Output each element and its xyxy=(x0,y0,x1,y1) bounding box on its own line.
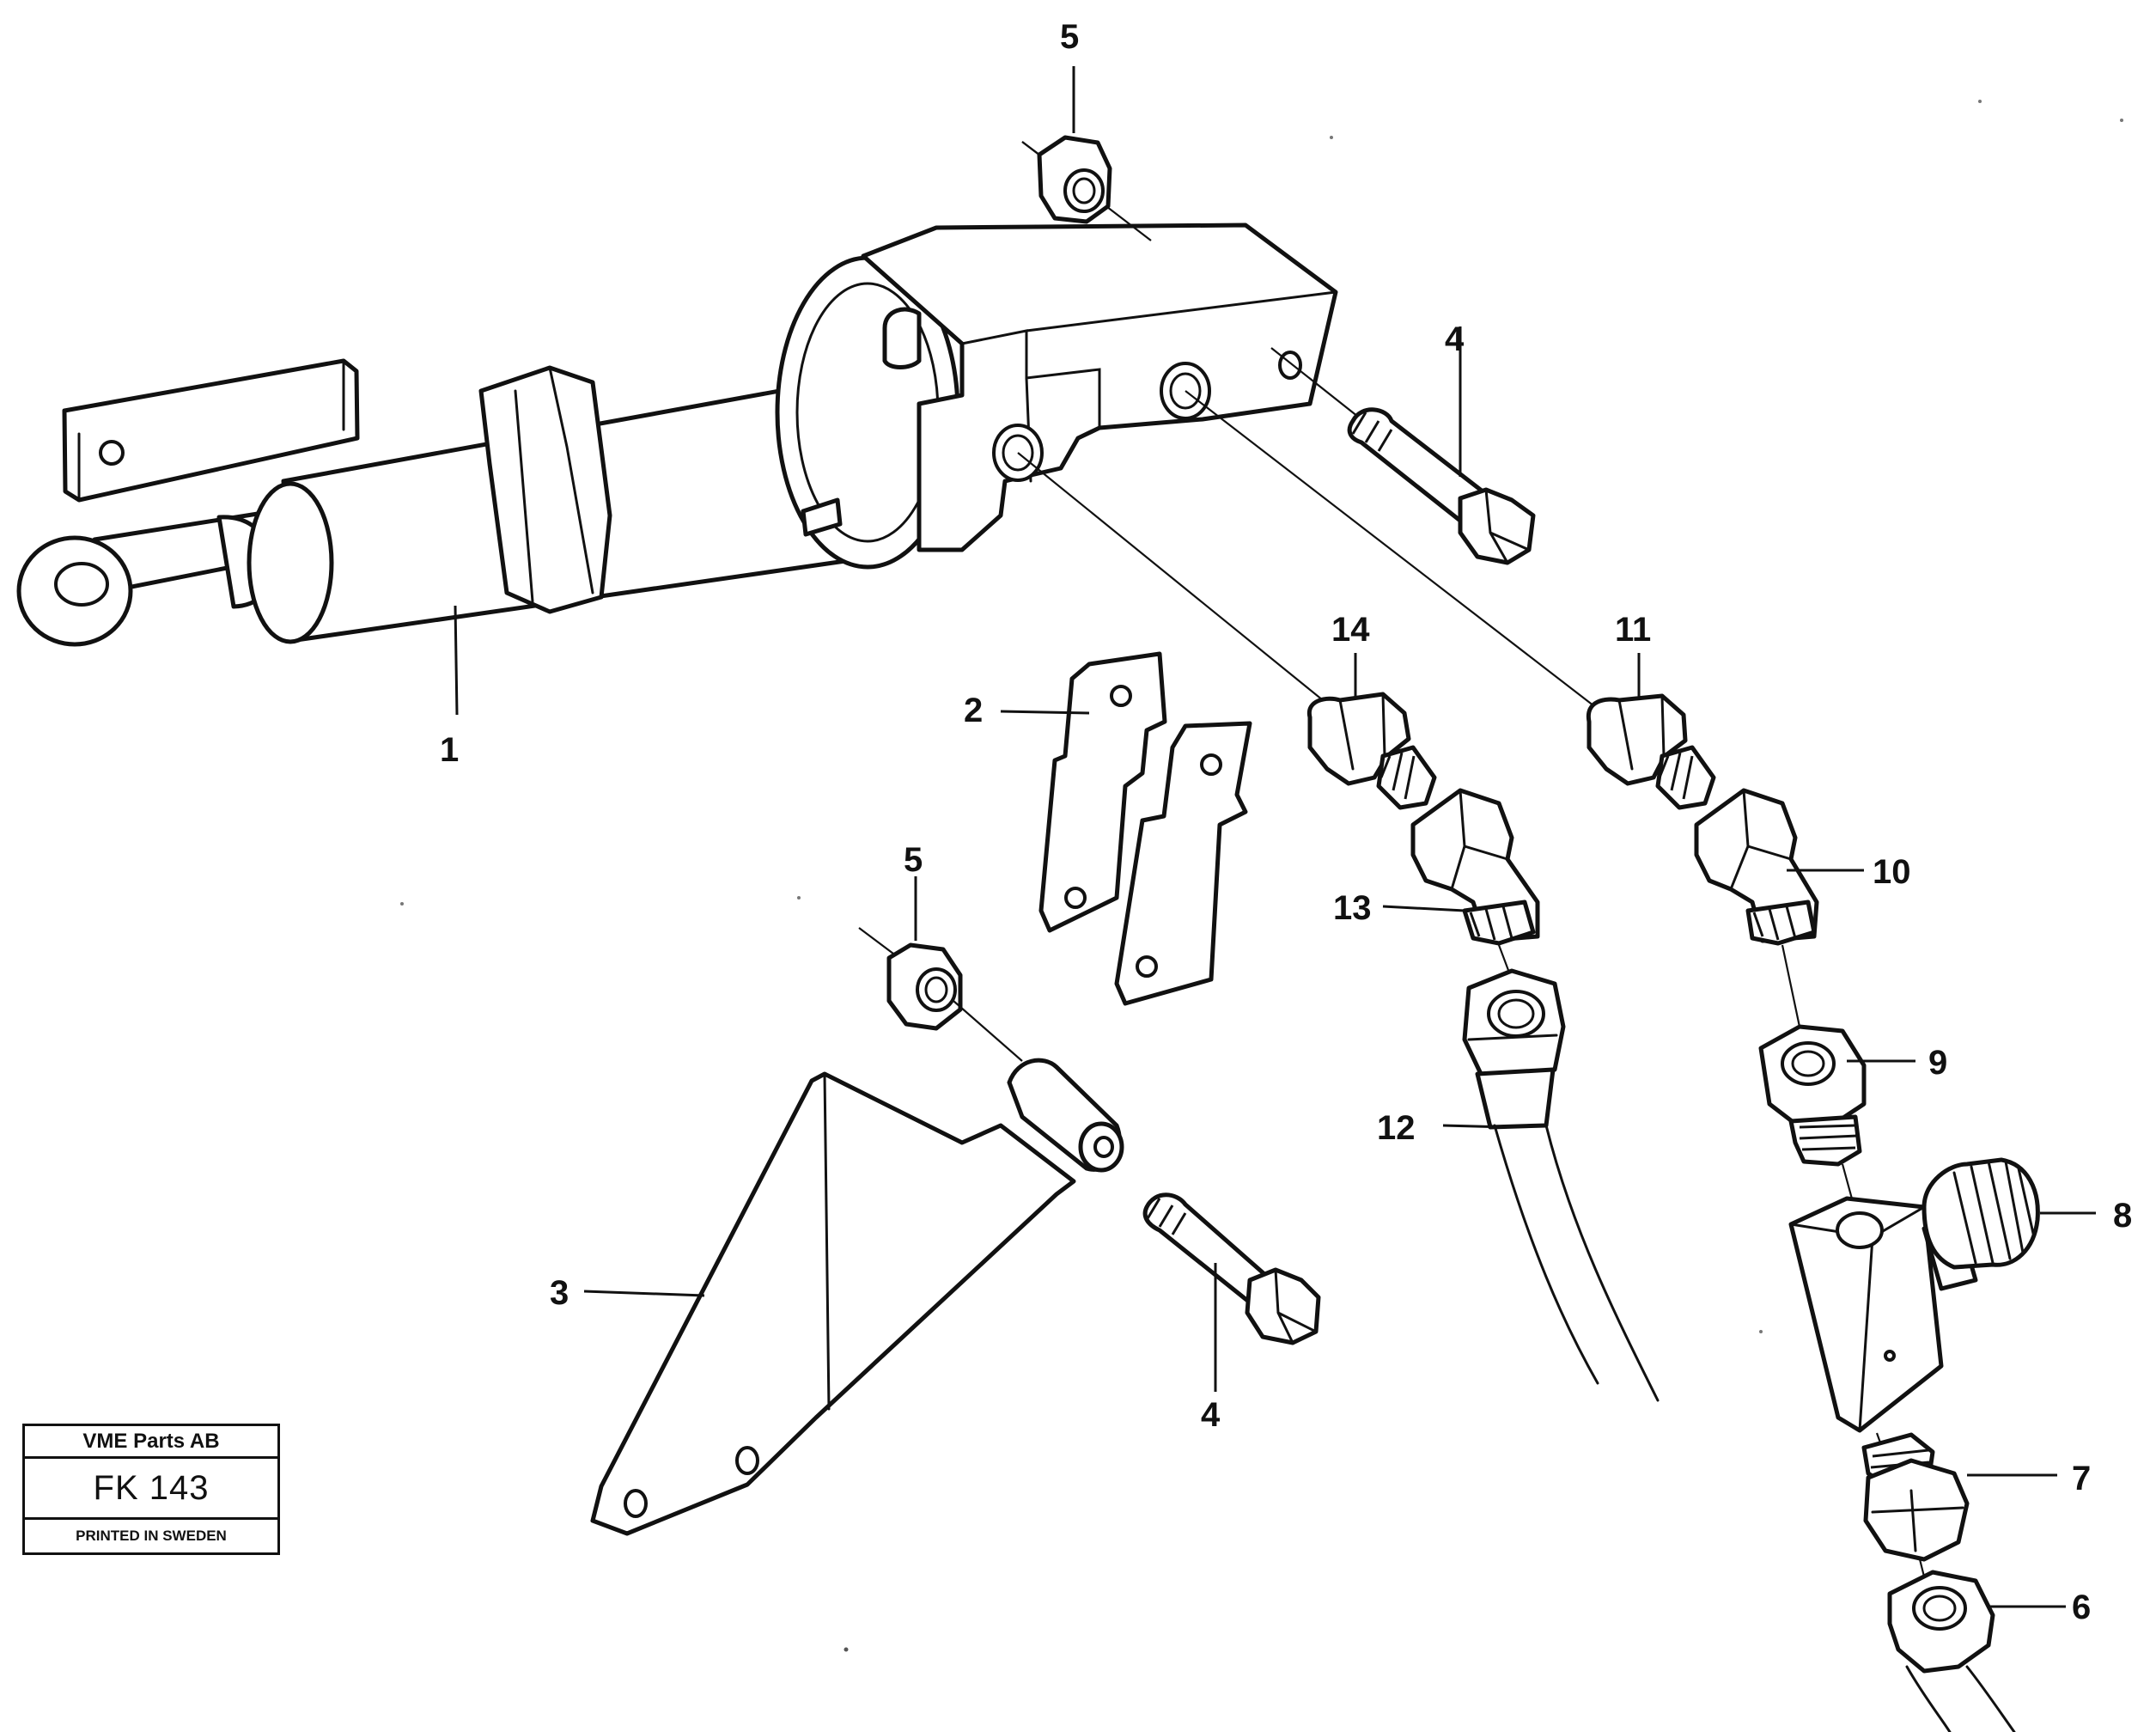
hose-12 xyxy=(1442,944,1660,1402)
mounting-bracket xyxy=(583,1058,1124,1536)
bolt-top xyxy=(1270,326,1536,565)
callout-13: 13 xyxy=(1333,889,1372,927)
callout-7: 7 xyxy=(2072,1460,2091,1497)
bolt-bottom xyxy=(1142,1192,1321,1392)
callout-8: 8 xyxy=(2113,1197,2132,1235)
callout-14: 14 xyxy=(1331,611,1370,649)
stamp-company: VME Parts AB xyxy=(25,1426,277,1459)
adapter-11 xyxy=(1185,390,1716,810)
cylinder-assembly xyxy=(16,223,1338,716)
bracket-plates xyxy=(1000,651,1252,1006)
callout-6: 6 xyxy=(2072,1589,2091,1626)
callout-5-middle: 5 xyxy=(904,841,923,879)
tee-block-8 xyxy=(1788,1157,2096,1433)
callout-3: 3 xyxy=(550,1274,569,1312)
callout-10: 10 xyxy=(1873,853,1911,891)
lock-nut-middle xyxy=(858,876,1023,1062)
scan-specks xyxy=(400,100,2123,1652)
adapter-7 xyxy=(1861,1432,2057,1562)
callout-12: 12 xyxy=(1377,1109,1416,1147)
callout-labels: 1 2 3 4 4 5 5 6 7 8 9 10 11 12 13 14 xyxy=(440,18,2132,1626)
callout-1: 1 xyxy=(440,731,459,769)
adapter-14 xyxy=(1017,452,1437,810)
elbow-13 xyxy=(1382,788,1540,946)
publisher-stamp: VME Parts AB FK 143 PRINTED IN SWEDEN xyxy=(22,1424,280,1555)
hose-end-6 xyxy=(1887,1558,2066,1732)
callout-4-bottom: 4 xyxy=(1201,1396,1221,1434)
lock-nut-top xyxy=(1021,66,1152,241)
stamp-footer: PRINTED IN SWEDEN xyxy=(76,1528,227,1544)
callout-11: 11 xyxy=(1615,611,1651,649)
callout-4-top: 4 xyxy=(1445,320,1465,358)
callout-2: 2 xyxy=(964,692,983,729)
stamp-code: FK 143 xyxy=(25,1459,277,1520)
union-nut-9 xyxy=(1758,944,1915,1167)
callout-9: 9 xyxy=(1928,1044,1947,1082)
callout-5-top: 5 xyxy=(1060,18,1079,56)
elbow-10 xyxy=(1694,788,1864,946)
